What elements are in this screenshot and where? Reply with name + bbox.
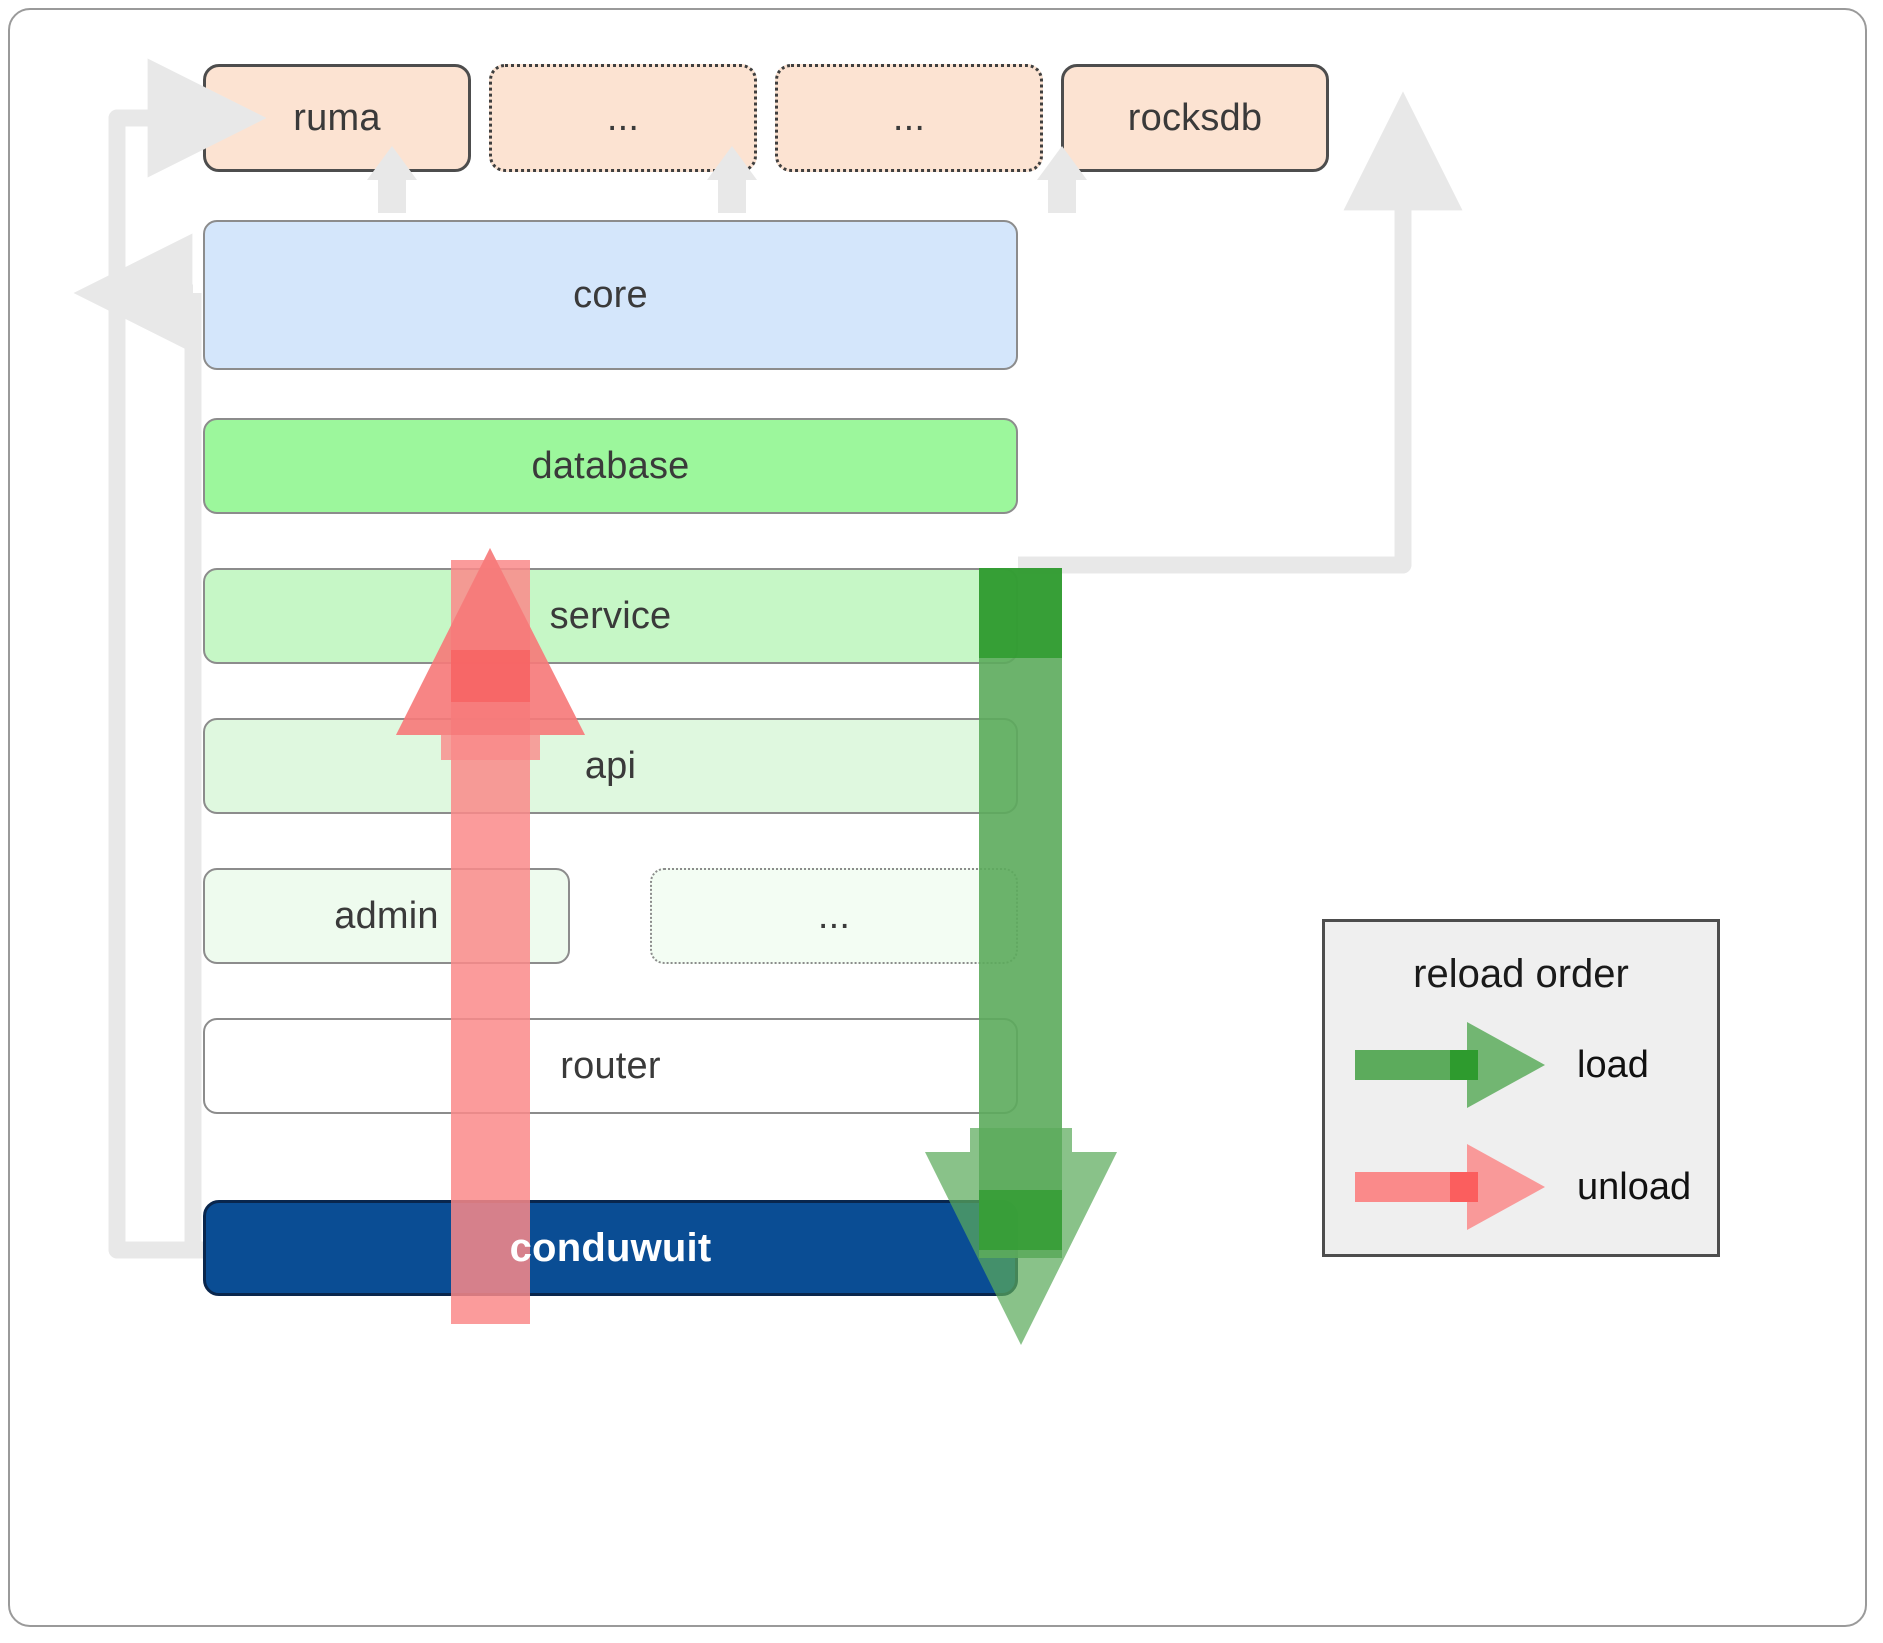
layer-box-core[interactable]: core xyxy=(203,220,1018,370)
layer-label-database: database xyxy=(531,445,690,487)
dependency-label-ellipsis-2: ... xyxy=(892,97,926,139)
dependency-box-rocksdb[interactable]: rocksdb xyxy=(1061,64,1329,172)
binary-label-conduwuit: conduwuit xyxy=(509,1226,712,1270)
layer-box-ellipsis[interactable]: ... xyxy=(650,868,1018,964)
layer-box-admin[interactable]: admin xyxy=(203,868,570,964)
dependency-label-ruma: ruma xyxy=(293,97,381,139)
layer-label-core: core xyxy=(573,274,648,316)
layer-box-api[interactable]: api xyxy=(203,718,1018,814)
dependency-label-ellipsis-1: ... xyxy=(606,97,640,139)
binary-box-conduwuit[interactable]: conduwuit xyxy=(203,1200,1018,1296)
legend-label-load: load xyxy=(1577,1044,1649,1086)
layer-box-service[interactable]: service xyxy=(203,568,1018,664)
legend-label-unload: unload xyxy=(1577,1166,1692,1208)
layer-box-router[interactable]: router xyxy=(203,1018,1018,1114)
dependency-box-ellipsis-1[interactable]: ... xyxy=(489,64,757,172)
unload-arrow-icon xyxy=(1355,1144,1545,1230)
legend-row-unload: unload xyxy=(1325,1144,1717,1252)
dependency-box-ruma[interactable]: ruma xyxy=(203,64,471,172)
legend-title: reload order xyxy=(1413,952,1629,996)
layer-label-api: api xyxy=(584,745,637,787)
layer-label-router: router xyxy=(560,1045,661,1087)
legend-row-load: load xyxy=(1325,1022,1717,1130)
layer-box-database[interactable]: database xyxy=(203,418,1018,514)
layer-label-ellipsis: ... xyxy=(817,895,851,937)
dependency-box-ellipsis-2[interactable]: ... xyxy=(775,64,1043,172)
load-arrow-icon xyxy=(1355,1022,1545,1108)
legend-panel: reload order load unload xyxy=(1322,919,1720,1257)
dependency-label-rocksdb: rocksdb xyxy=(1127,97,1263,139)
layer-label-service: service xyxy=(549,595,672,637)
layer-label-admin: admin xyxy=(334,895,439,937)
